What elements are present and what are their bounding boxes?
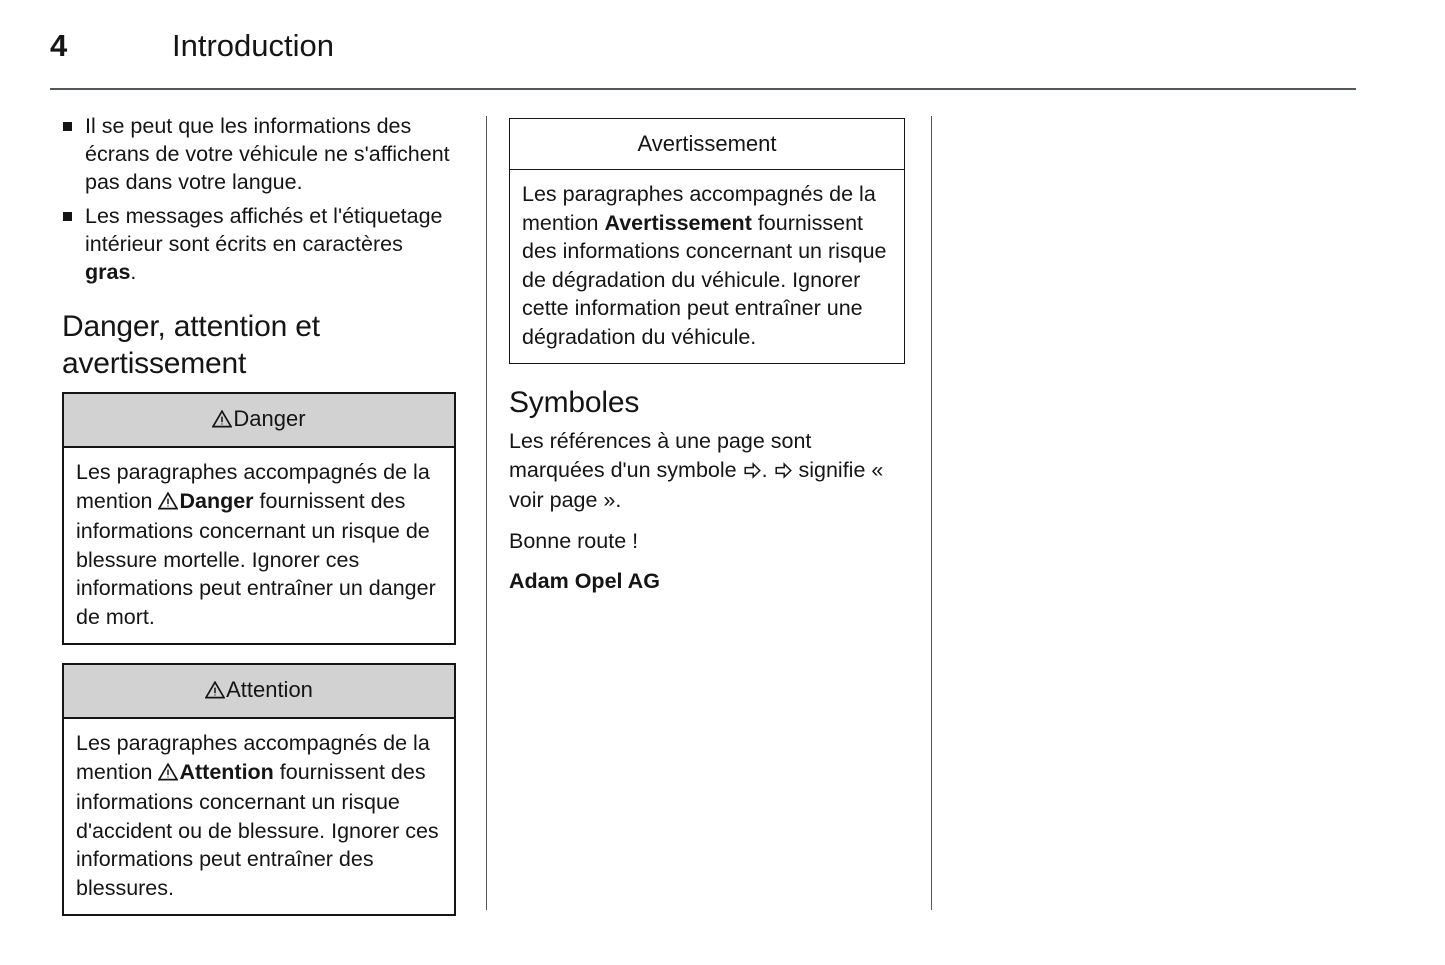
list-item: Il se peut que les informations des écra…	[62, 112, 456, 196]
page-number: 4	[50, 28, 68, 63]
notice-body-keyword: Avertissement	[604, 210, 752, 235]
symboles-text-mid: .	[761, 457, 774, 482]
notice-header-label: Danger	[233, 406, 306, 431]
header-rule-divider	[50, 88, 1356, 90]
list-item-text-bold: gras	[85, 260, 131, 284]
square-bullet-icon	[63, 212, 72, 221]
notice-body-text-before: Les paragraphes accompagnés de la mentio…	[522, 182, 876, 235]
notice-body-text-after: fournissent des informations concernant …	[522, 210, 887, 349]
notice-header-label: Attention	[226, 677, 313, 702]
notice-body-text-before: Les paragraphes accompagnés de la mentio…	[76, 460, 430, 513]
notice-box-danger: Danger Les paragraphes accompagnés de la…	[62, 392, 456, 645]
column-divider-1	[486, 116, 487, 910]
section-heading-danger: Danger, attention et avertissement	[62, 310, 320, 380]
warning-triangle-icon	[204, 679, 226, 705]
notice-header-avertissement: Avertissement	[509, 118, 905, 170]
symboles-text-after: signifie « voir page ».	[509, 457, 884, 513]
middle-column: Avertissement Les paragraphes accompagné…	[509, 112, 905, 596]
notice-body-text-before: Les paragraphes accompagnés de la mentio…	[76, 731, 430, 784]
square-bullet-icon	[63, 122, 72, 131]
notice-header-label: Avertissement	[637, 131, 777, 156]
notice-box-avertissement: Avertissement Les paragraphes accompagné…	[509, 118, 905, 364]
left-column: Il se peut que les informations des écra…	[62, 112, 456, 934]
warning-triangle-icon	[157, 760, 179, 789]
right-arrow-icon	[774, 458, 792, 487]
intro-bullet-list: Il se peut que les informations des écra…	[62, 112, 456, 286]
notice-header-attention: Attention	[62, 663, 456, 719]
notice-body-avertissement: Les paragraphes accompagnés de la mentio…	[509, 170, 905, 364]
page-title: Introduction	[172, 28, 334, 63]
notice-body-text-after: fournissent des informations concernant …	[76, 488, 436, 629]
notice-body-keyword: Danger	[179, 488, 254, 513]
notice-body-attention: Les paragraphes accompagnés de la mentio…	[62, 719, 456, 916]
notice-header-danger: Danger	[62, 392, 456, 448]
warning-triangle-icon	[211, 408, 233, 434]
list-item-text: Les messages affichés et l'étiquetage in…	[85, 204, 443, 256]
warning-triangle-icon	[157, 489, 179, 518]
right-arrow-icon	[744, 458, 761, 487]
symboles-paragraph: Les références à une page sont marquées …	[509, 427, 905, 515]
signature-text: Adam Opel AG	[509, 569, 660, 593]
list-item: Les messages affichés et l'étiquetage in…	[62, 202, 456, 286]
list-item-text: Il se peut que les informations des écra…	[85, 114, 450, 194]
column-divider-2	[931, 116, 932, 910]
notice-body-danger: Les paragraphes accompagnés de la mentio…	[62, 448, 456, 645]
page-header: 4 Introduction	[50, 24, 1355, 74]
section-heading-symboles: Symboles	[509, 386, 640, 419]
notice-body-text-after: fournissent des informations concernant …	[76, 759, 439, 900]
notice-box-attention: Attention Les paragraphes accompagnés de…	[62, 663, 456, 916]
symboles-text-before: Les références à une page sont marquées …	[509, 429, 812, 482]
bonne-route-text: Bonne route !	[509, 528, 639, 553]
notice-body-keyword: Attention	[179, 759, 274, 784]
list-item-text-tail: .	[130, 260, 137, 284]
